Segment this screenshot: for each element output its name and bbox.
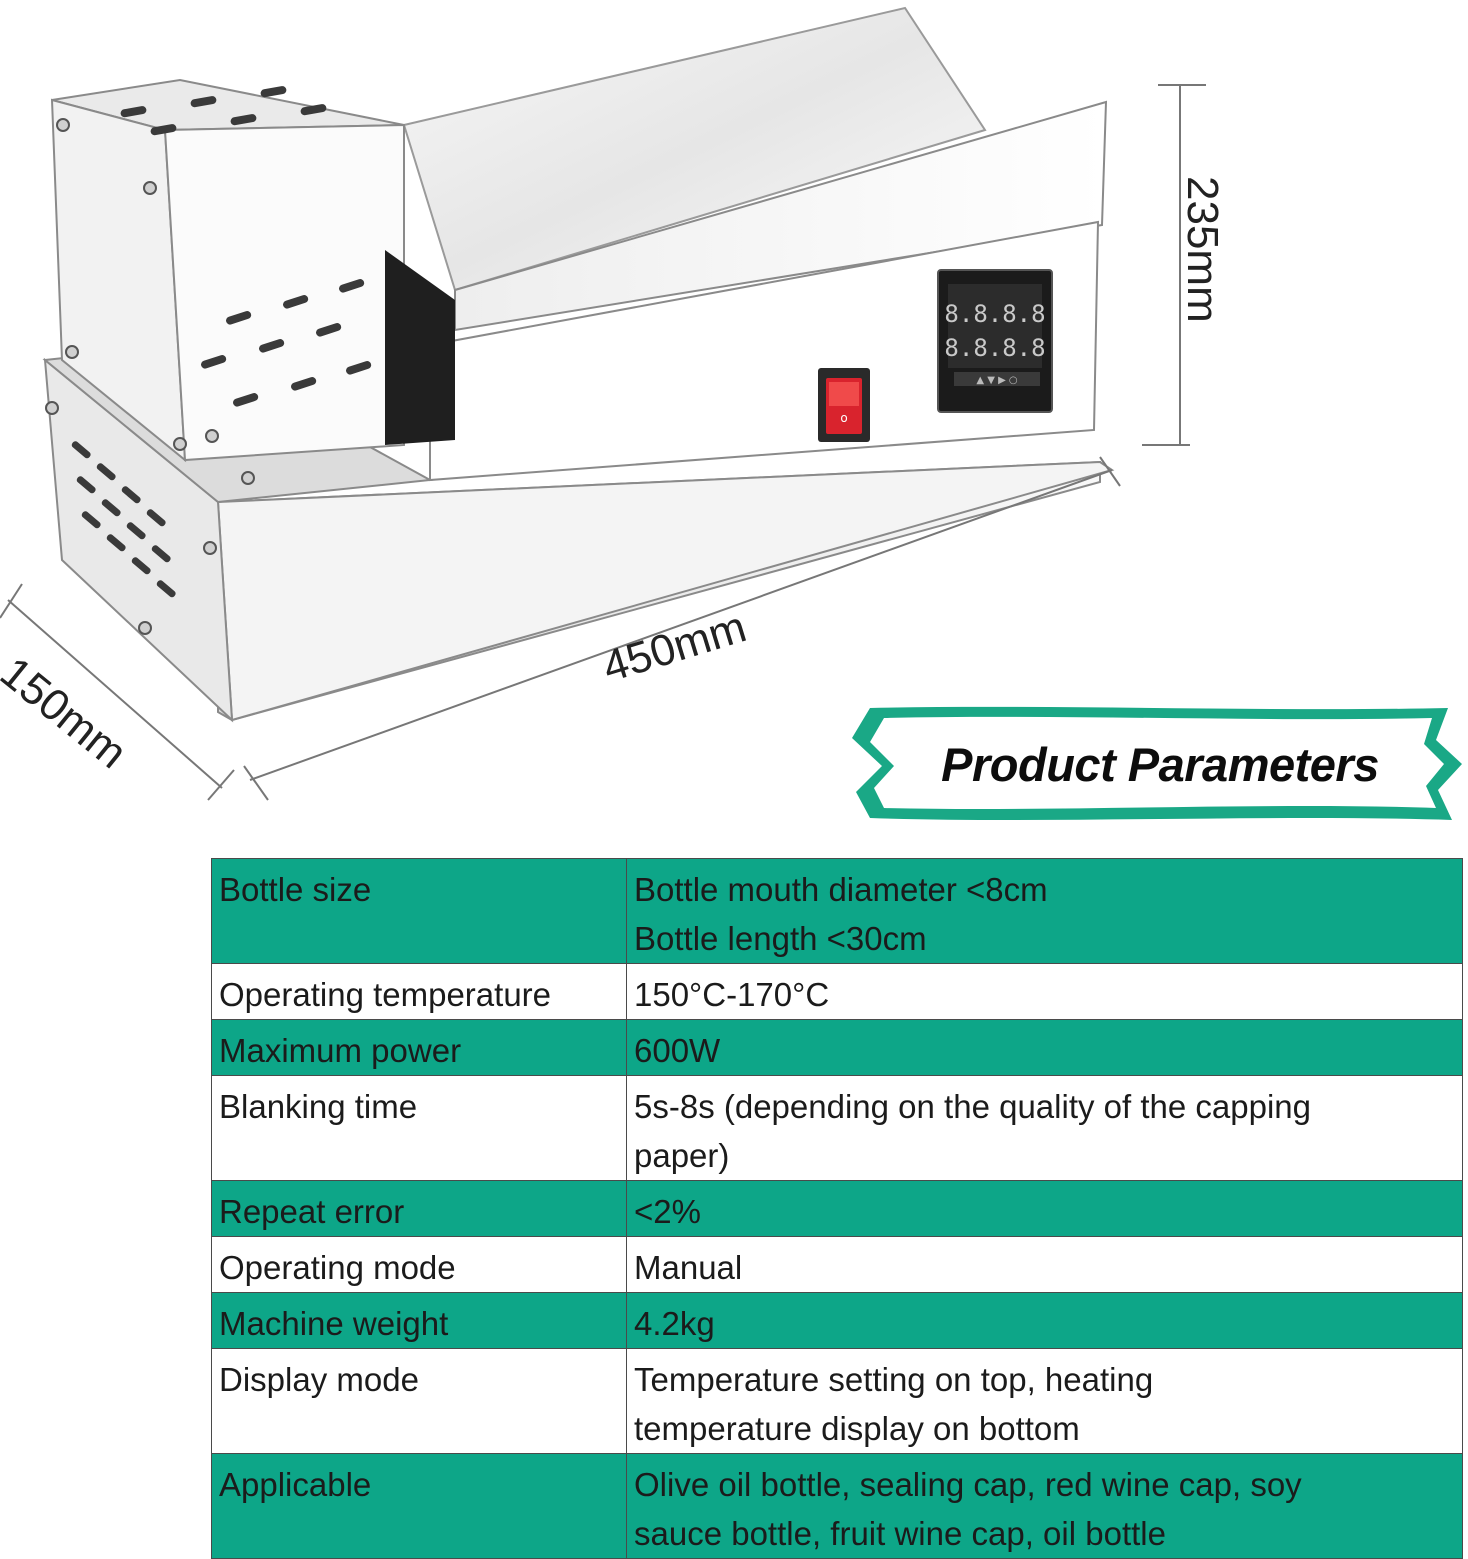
spec-label: Operating mode [211, 1236, 627, 1293]
spec-value-line: 600W [634, 1032, 721, 1069]
spec-value: Olive oil bottle, sealing cap, red wine … [626, 1453, 1463, 1559]
heater-vents [120, 86, 372, 407]
spec-value-line: Manual [634, 1249, 743, 1286]
spec-value: <2% [626, 1180, 1463, 1237]
spec-value-line: Temperature setting on top, heating [634, 1361, 1154, 1398]
height-dimension-label: 235mm [1178, 176, 1227, 323]
spec-label: Repeat error [211, 1180, 627, 1237]
spec-value: 150°C-170°C [626, 963, 1463, 1020]
bottle-slot [385, 250, 455, 445]
screws [45, 118, 255, 635]
spec-value-line: <2% [634, 1193, 701, 1230]
spec-label: Maximum power [211, 1019, 627, 1076]
spec-value-line: paper) [634, 1137, 730, 1174]
base-vents [71, 441, 176, 598]
spec-value: 5s-8s (depending on the quality of the c… [626, 1075, 1463, 1181]
spec-value: 600W [626, 1019, 1463, 1076]
spec-value: 4.2kg [626, 1292, 1463, 1349]
power-switch: o [818, 368, 870, 442]
temperature-controller: 8.8.8.8 8.8.8.8 ▲ ▼ ▶ ○ [937, 269, 1053, 413]
svg-text:o: o [840, 411, 847, 425]
banner-frame [852, 706, 1462, 820]
spec-value-line: sauce bottle, fruit wine cap, oil bottle [634, 1515, 1166, 1552]
spec-value-line: Bottle length <30cm [634, 920, 927, 957]
heater-box-front [163, 123, 405, 462]
spec-value-line: Olive oil bottle, sealing cap, red wine … [634, 1466, 1302, 1503]
dimension-lines [0, 84, 1206, 801]
top-guide-plate [402, 6, 987, 292]
spec-row: Repeat error<2% [211, 1180, 1463, 1237]
spec-value-line: 150°C-170°C [634, 976, 830, 1013]
spec-value-line: temperature display on bottom [634, 1410, 1080, 1447]
spec-label: Display mode [211, 1348, 627, 1454]
spec-value: Temperature setting on top, heating tempe… [626, 1348, 1463, 1454]
product-parameters-banner: Product Parameters [848, 702, 1468, 826]
base-front-large [216, 460, 1115, 722]
spec-value-line: Bottle mouth diameter <8cm [634, 871, 1048, 908]
machine-illustration: o 8.8.8.8 8.8.8.8 ▲ ▼ ▶ ○ [0, 6, 1206, 801]
spec-value-line: 5s-8s (depending on the quality of the c… [634, 1088, 1311, 1125]
spec-label: Machine weight [211, 1292, 627, 1349]
spec-label: Operating temperature [211, 963, 627, 1020]
spec-value-line: 4.2kg [634, 1305, 715, 1342]
display-bottom-readout: 8.8.8.8 [944, 334, 1045, 362]
spec-label: Applicable [211, 1453, 627, 1559]
spec-label: Bottle size [211, 858, 627, 964]
spec-value: Manual [626, 1236, 1463, 1293]
svg-text:▲ ▼ ▶ ○: ▲ ▼ ▶ ○ [976, 375, 1017, 386]
spec-label: Blanking time [211, 1075, 627, 1181]
banner-title: Product Parameters [941, 737, 1379, 791]
display-top-readout: 8.8.8.8 [944, 300, 1045, 328]
